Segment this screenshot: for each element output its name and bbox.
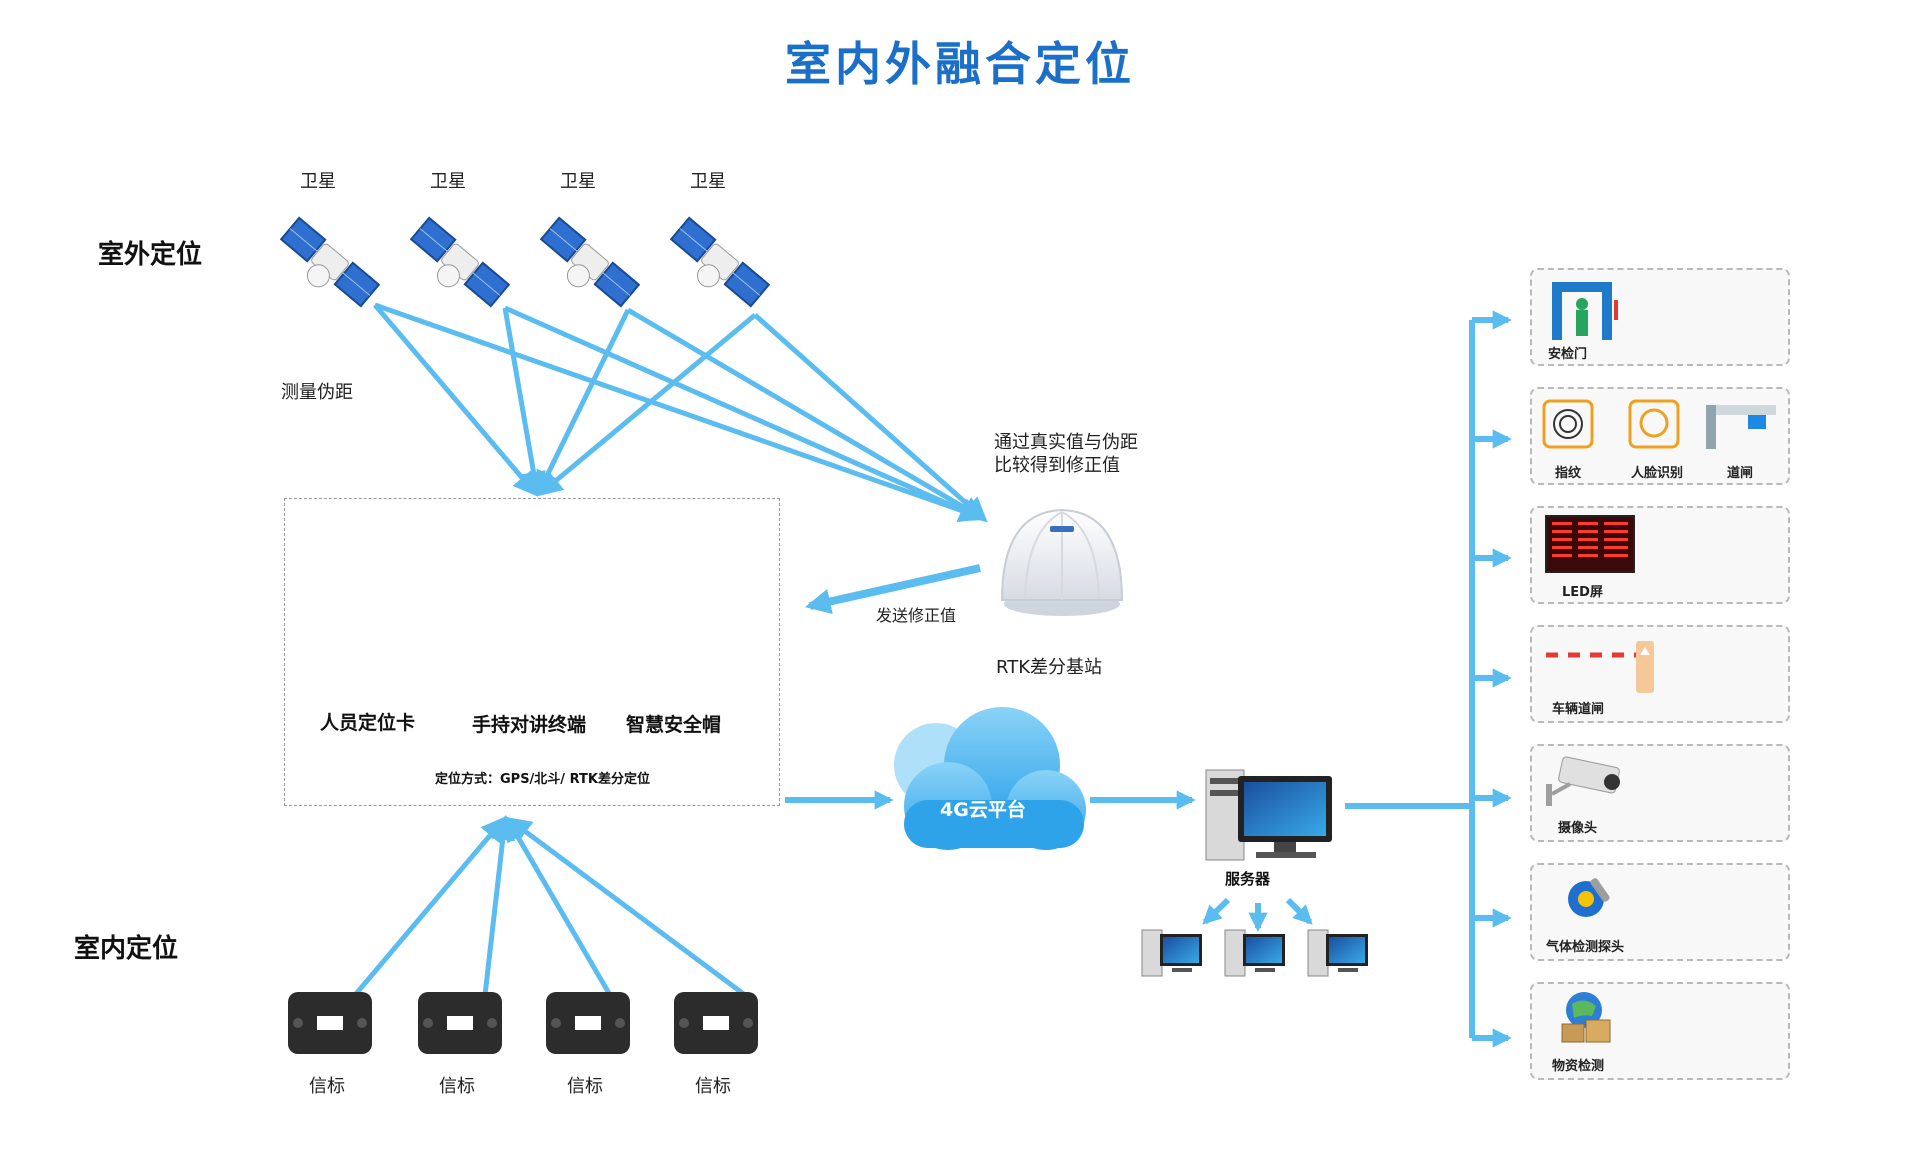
app-panel-camera: 摄像头 <box>1530 744 1790 842</box>
app-label-camera: 摄像头 <box>1558 821 1598 836</box>
rtk-station-label: RTK差分基站 <box>996 657 1102 678</box>
cloud-icon <box>894 707 1086 850</box>
send-correction-label: 发送修正值 <box>876 606 957 625</box>
cloud-label: 4G云平台 <box>940 799 1026 821</box>
satellite-icon <box>539 216 641 308</box>
satellite-icons <box>279 216 771 308</box>
app-panel-gas: 气体检测探头 <box>1530 863 1790 961</box>
beacon-label-4: 信标 <box>695 1076 731 1097</box>
app-label-face-recognition: 人脸识别 <box>1630 466 1683 481</box>
beacon-icon <box>546 992 630 1054</box>
correction-text-line1: 通过真实值与伪距 <box>994 432 1138 453</box>
app-panel-access: 指纹 人脸识别 道闸 <box>1530 387 1790 485</box>
satellite-label-3: 卫星 <box>560 171 596 192</box>
distribution-tree <box>1345 310 1512 1048</box>
device-label-person-card: 人员定位卡 <box>320 712 416 734</box>
satellite-label-2: 卫星 <box>430 171 466 192</box>
server-label: 服务器 <box>1225 870 1271 888</box>
satellite-signal-lines <box>373 302 988 523</box>
led-screen-icon <box>1545 515 1635 573</box>
access-icons <box>1542 399 1776 449</box>
client-pcs-icon <box>1141 929 1368 977</box>
pseudorange-label: 测量伪距 <box>281 382 353 403</box>
app-label-gate: 道闸 <box>1726 466 1753 481</box>
rtk-station-icon <box>1000 508 1124 616</box>
app-panel-led: LED屏 <box>1530 506 1790 604</box>
beacon-signal-lines <box>353 815 747 998</box>
beacon-label-3: 信标 <box>567 1076 603 1097</box>
satellite-icon <box>669 216 771 308</box>
material-detection-icon <box>1561 992 1611 1043</box>
app-label-fingerprint: 指纹 <box>1554 466 1581 481</box>
positioning-method-label: 定位方式：GPS/北斗/ RTK差分定位 <box>435 772 650 787</box>
beacon-icon <box>288 992 372 1054</box>
vehicle-barrier-icon <box>1546 641 1654 693</box>
app-label-led: LED屏 <box>1562 585 1603 600</box>
gas-detector-icon <box>1568 878 1610 917</box>
app-panel-material: 物资检测 <box>1530 982 1790 1080</box>
app-label-security-gate: 安检门 <box>1548 347 1588 362</box>
page-title: 室内外融合定位 <box>785 37 1135 91</box>
correction-text-line2: 比较得到修正值 <box>994 455 1120 476</box>
beacon-icon <box>674 992 758 1054</box>
camera-icon <box>1546 756 1620 806</box>
beacon-icon <box>418 992 502 1054</box>
indoor-section-label: 室内定位 <box>74 934 179 964</box>
app-panel-barrier: 车辆道闸 <box>1530 625 1790 723</box>
app-label-vehicle-barrier: 车辆道闸 <box>1552 702 1605 717</box>
app-label-gas-detector: 气体检测探头 <box>1546 940 1625 955</box>
server-icon <box>1205 769 1332 861</box>
security-gate-icon <box>1552 282 1618 340</box>
satellite-icon <box>409 216 511 308</box>
beacon-label-1: 信标 <box>309 1076 345 1097</box>
app-label-material-detection: 物资检测 <box>1552 1059 1605 1074</box>
device-box <box>284 498 780 806</box>
beacon-label-2: 信标 <box>439 1076 475 1097</box>
device-label-helmet: 智慧安全帽 <box>626 714 722 736</box>
beacon-icons <box>288 992 758 1054</box>
app-panel-security-gate: 安检门 <box>1530 268 1790 366</box>
send-correction-arrow <box>805 564 981 615</box>
satellite-label-4: 卫星 <box>690 171 726 192</box>
satellite-label-1: 卫星 <box>300 171 336 192</box>
satellite-icon <box>279 216 381 308</box>
outdoor-section-label: 室外定位 <box>98 240 203 270</box>
device-label-handheld: 手持对讲终端 <box>472 714 587 736</box>
